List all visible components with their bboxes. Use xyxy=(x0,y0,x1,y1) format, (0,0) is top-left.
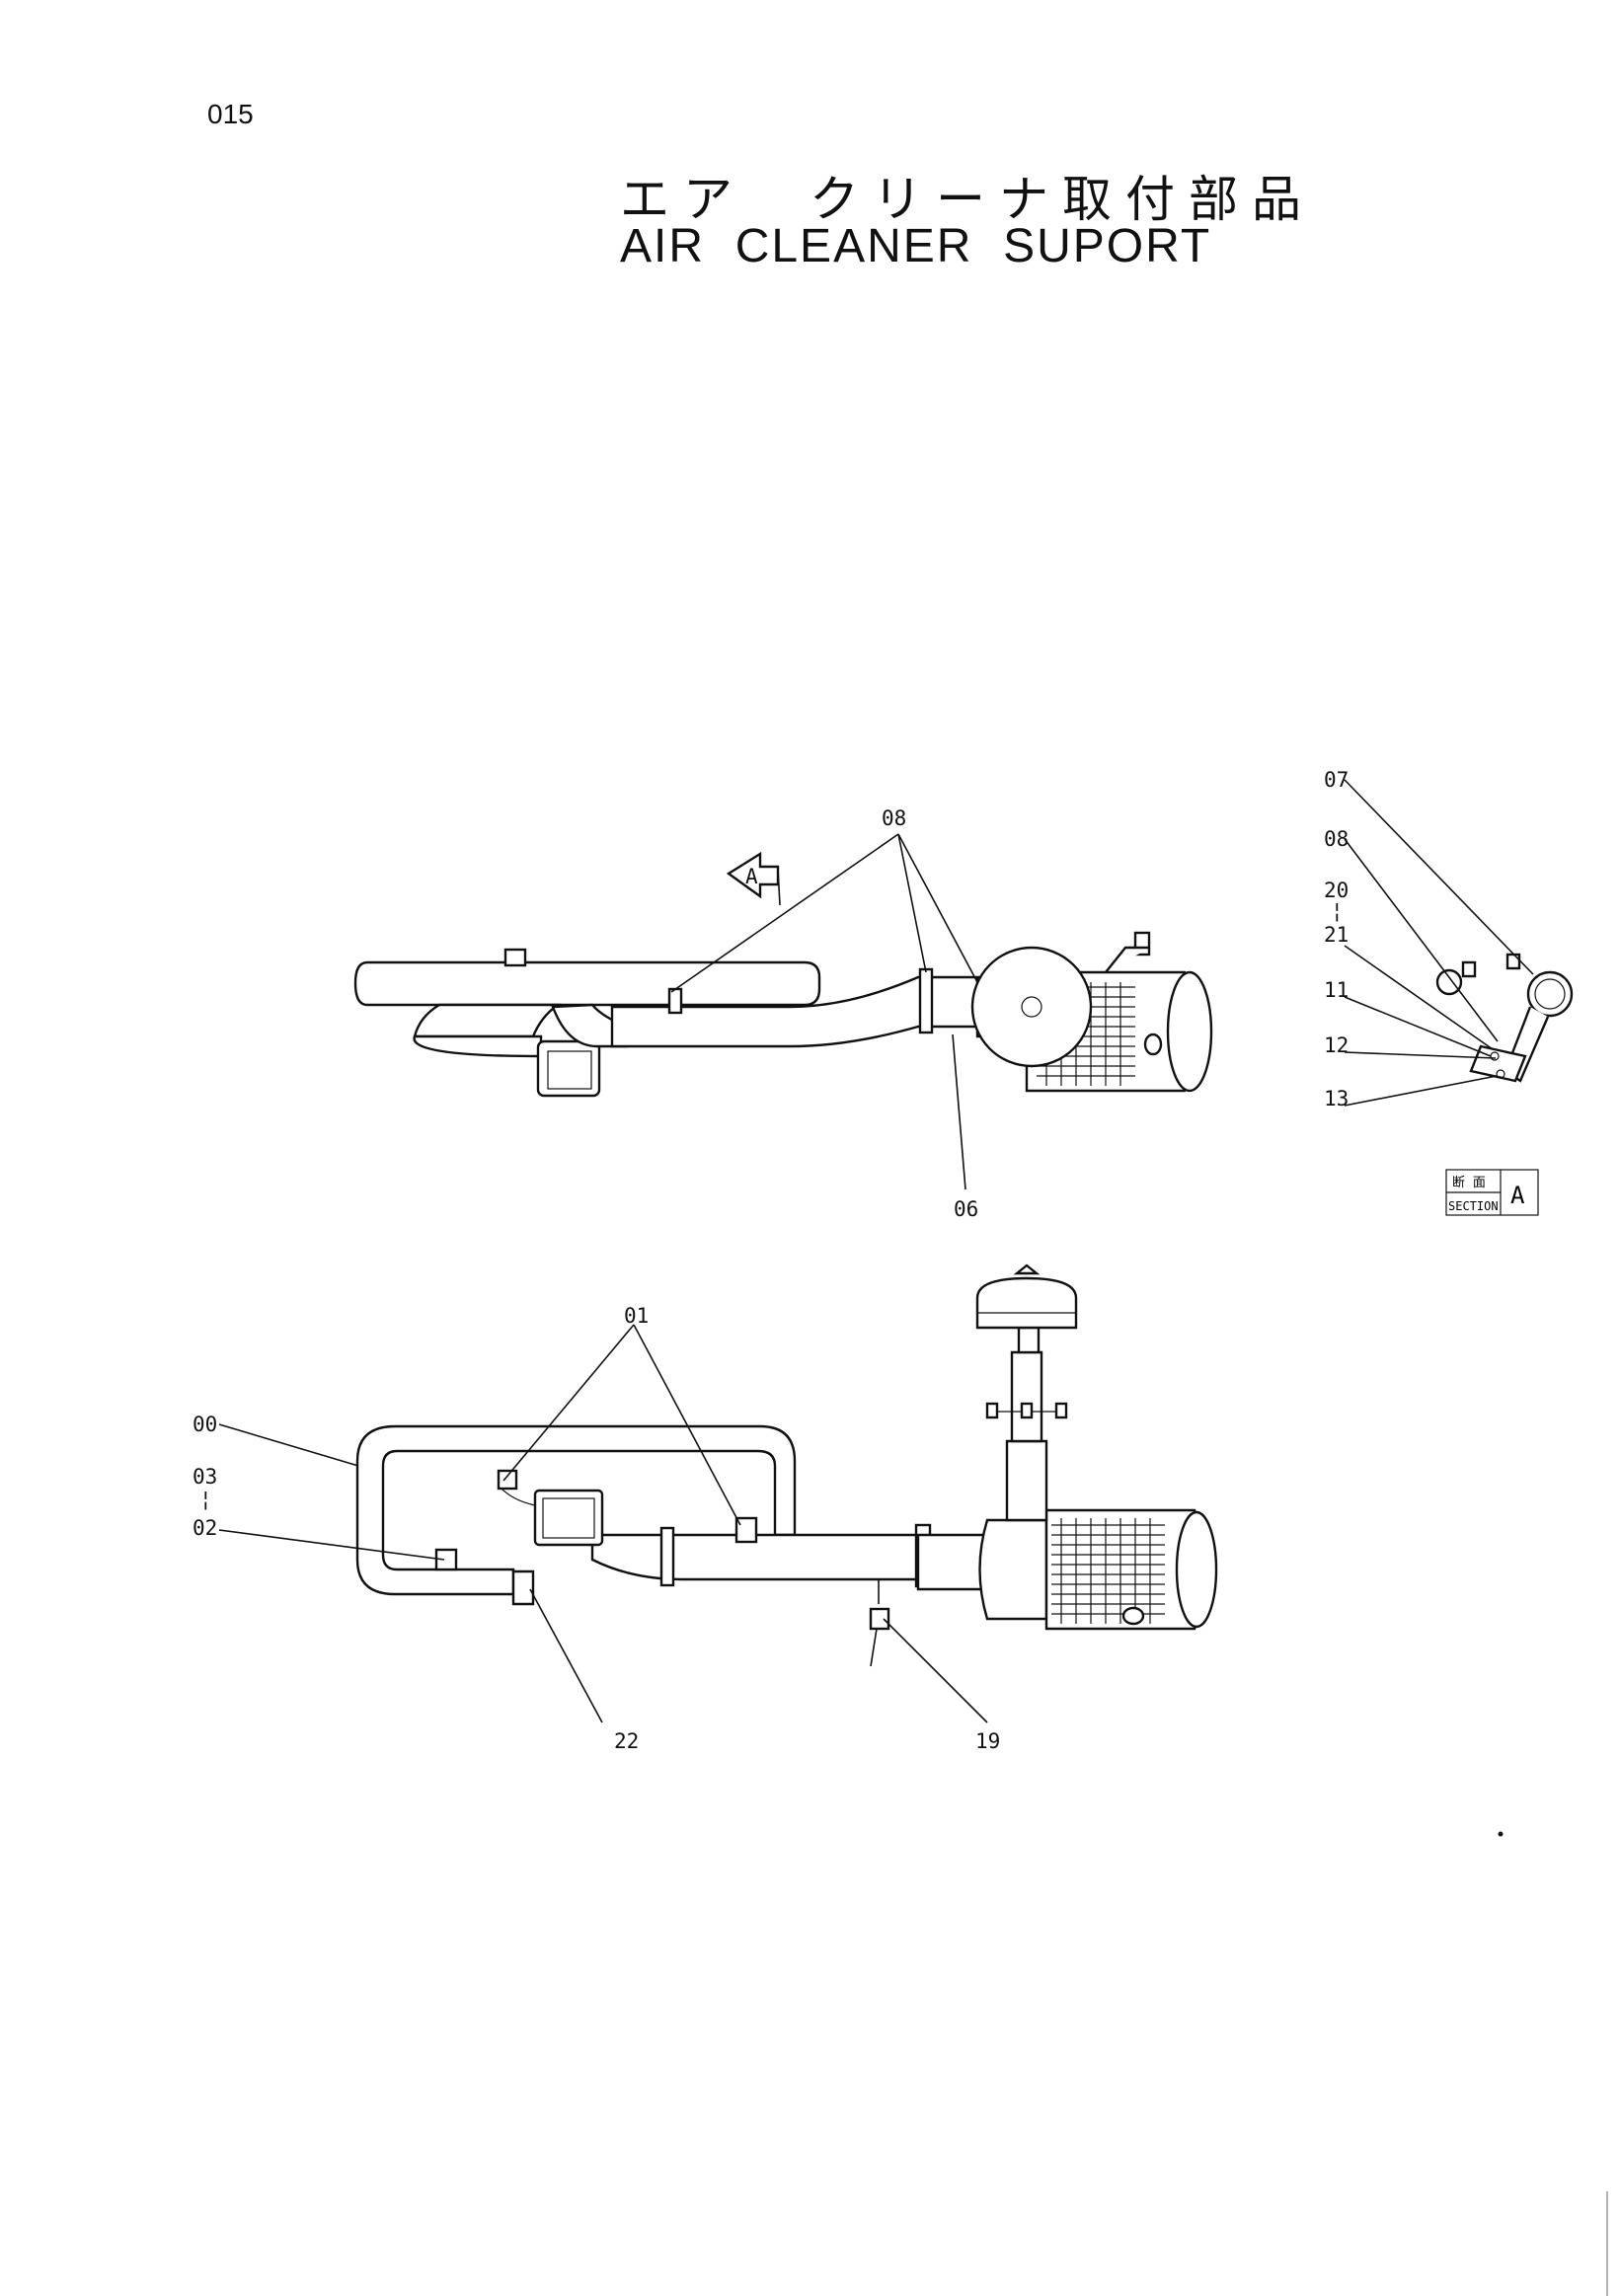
bottom-view-assembly xyxy=(355,1263,1218,1667)
callout-08-top: 08 xyxy=(882,806,906,830)
callout-22: 22 xyxy=(614,1729,639,1753)
callout-19: 19 xyxy=(975,1729,1000,1753)
callout-00: 00 xyxy=(193,1413,217,1436)
top-view-leaders xyxy=(670,833,978,1190)
callout-11: 11 xyxy=(1324,978,1349,1002)
section-a-detail xyxy=(1435,953,1574,1083)
scan-artifacts xyxy=(1498,1831,1608,2296)
callout-01: 01 xyxy=(624,1304,649,1328)
section-a-label-box: 断 面 SECTION A xyxy=(1445,1169,1539,1216)
callout-13: 13 xyxy=(1324,1087,1349,1110)
page-number: 015 xyxy=(207,99,254,129)
section-a-marker-letter: A xyxy=(745,865,758,888)
section-box-english: SECTION xyxy=(1448,1199,1499,1213)
section-box-letter: A xyxy=(1510,1182,1525,1209)
range-mark-03-02: ¦ xyxy=(199,1488,212,1511)
section-a-marker: A xyxy=(726,851,781,906)
callout-06: 06 xyxy=(954,1197,978,1221)
title-japanese: エア クリーナ取付部品 xyxy=(620,171,1315,228)
title-english: AIR CLEANER SUPORT xyxy=(620,220,1212,272)
callout-07: 07 xyxy=(1324,768,1349,792)
section-box-japanese: 断 面 xyxy=(1452,1176,1486,1190)
bottom-view-leaders xyxy=(218,1324,988,1723)
callout-21: 21 xyxy=(1324,923,1349,947)
callout-20: 20 xyxy=(1324,879,1349,902)
callout-02: 02 xyxy=(193,1516,217,1540)
callout-03: 03 xyxy=(193,1465,217,1489)
callout-08-section: 08 xyxy=(1324,827,1349,851)
top-view-assembly xyxy=(353,931,1213,1098)
range-mark-20-21: ¦ xyxy=(1331,899,1344,923)
section-a-leaders xyxy=(1344,779,1534,1107)
callout-12: 12 xyxy=(1324,1033,1349,1057)
